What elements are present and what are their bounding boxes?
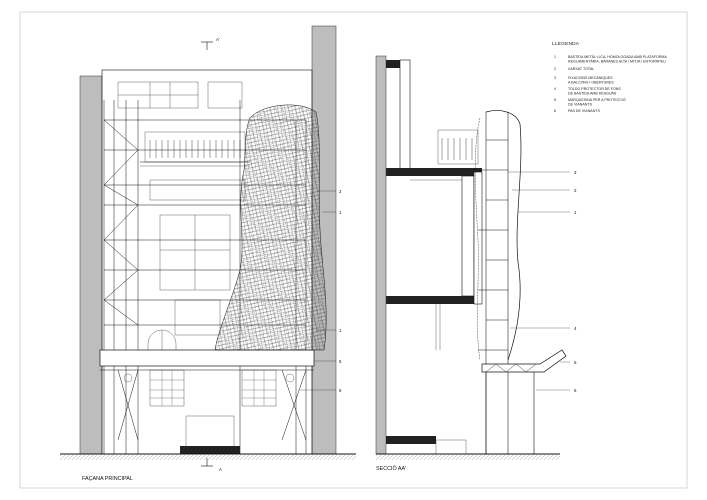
section-callout: 1	[574, 210, 577, 215]
legend: LLEGENDA 1 BASTIDA METÀL·LICA, HOMOLOGADA…	[552, 41, 667, 113]
marquee-platform	[99, 349, 315, 367]
legend-item-text: XARXAT TOTAL	[568, 67, 594, 71]
section-callout: 4	[574, 326, 577, 331]
section-callout: 5	[574, 360, 577, 365]
facade-callout: 1	[339, 328, 342, 333]
legend-item-number: 3	[554, 76, 556, 80]
legend-item-text: DE BASTIDA AMB DESGUÀS	[568, 92, 617, 96]
facade-callout: 5	[339, 359, 342, 364]
facade-caption: FAÇANA PRINCIPAL	[82, 476, 133, 482]
legend-item-text: TOLDO PROTECTOR DE FONS	[568, 87, 621, 91]
legend-item-number: 2	[554, 67, 556, 71]
sheet-border	[19, 11, 688, 489]
legend-item-text: REGLAMENTÀRIA, BARANES ALTA / MITJA / EN…	[568, 60, 666, 64]
legend-item-text: FIXACIONS MECÀNIQUES	[568, 76, 613, 80]
section-callout: 6	[574, 388, 577, 393]
section-net-curve	[485, 110, 522, 361]
section-caption: SECCIÓ AA'	[376, 465, 406, 472]
facade-callout: 6	[339, 388, 342, 393]
legend-item-text: MARQUESINA PER A PROTECCIÓ	[568, 97, 626, 102]
section-marquee	[481, 349, 567, 373]
legend-title: LLEGENDA	[552, 41, 580, 47]
legend-item-number: 6	[554, 109, 556, 113]
section-callout: 3	[574, 170, 577, 175]
legend-item-text: BASTIDA METÀL·LICA, HOMOLOGADA AMB PLATA…	[568, 55, 667, 59]
facade-elevation: A'	[60, 25, 356, 482]
legend-item-number: 5	[554, 98, 556, 102]
legend-item-number: 1	[554, 55, 556, 59]
party-wall-left	[79, 75, 103, 455]
facade-callout: 2	[339, 189, 342, 194]
legend-item-text: DE VIANANTS	[568, 103, 593, 107]
legend-item-text: A BALCONS I OBERTURES	[568, 81, 614, 85]
section-mark-top: A'	[216, 37, 220, 42]
scaffold-section	[478, 112, 509, 454]
section-view: 3 2 1 4 5 6 SECCIÓ AA'	[375, 55, 577, 472]
section-callout: 2	[574, 188, 577, 193]
legend-item-text: PAS DE VIANANTS	[568, 109, 600, 113]
legend-item-number: 4	[554, 87, 556, 91]
section-mark-bottom: A	[219, 467, 222, 472]
facade-callout: 1	[339, 210, 342, 215]
